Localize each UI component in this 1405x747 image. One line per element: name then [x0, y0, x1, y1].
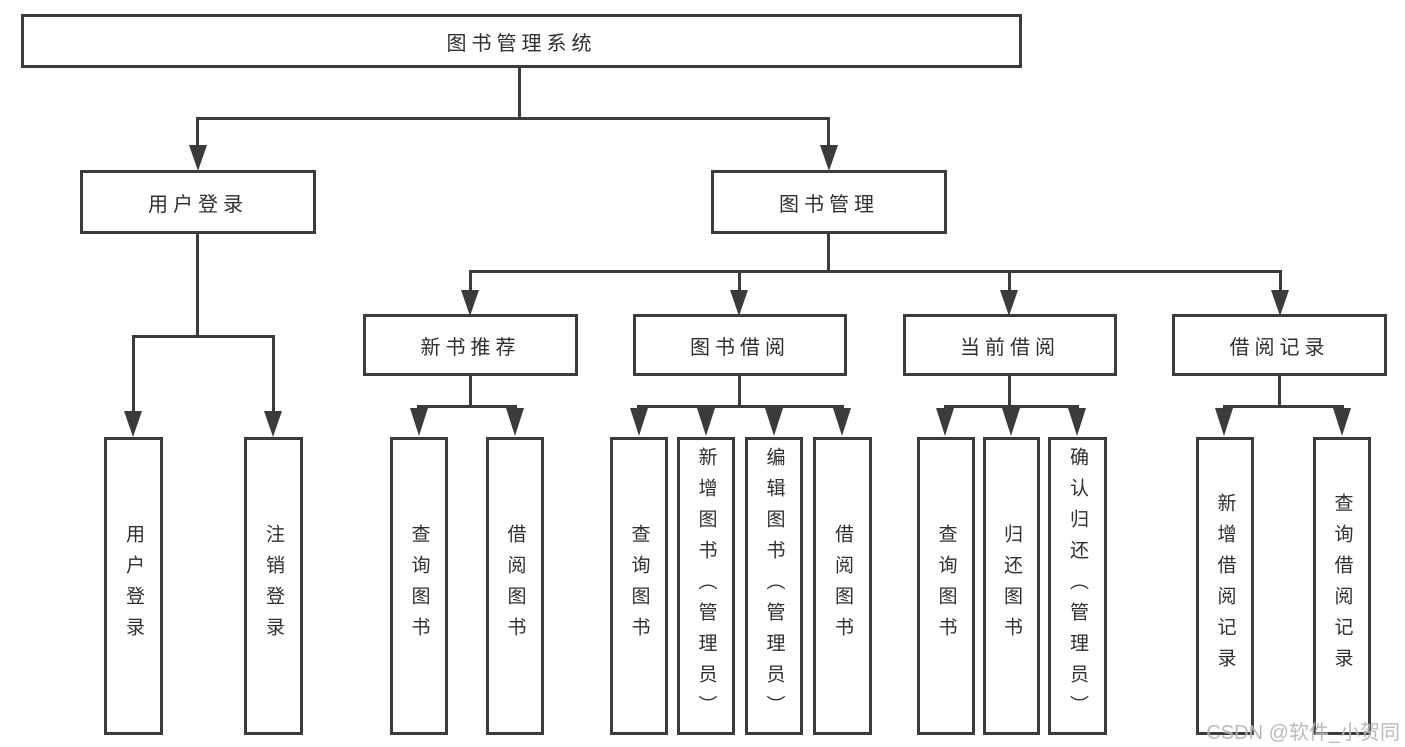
node-book-management: 图书管理	[711, 170, 947, 234]
csdn-watermark: CSDN @软件_小贺同学	[1206, 722, 1400, 744]
arrow-down-icon	[1000, 290, 1018, 316]
edge-level3-bar	[469, 270, 1282, 273]
edge-user-bar	[132, 335, 275, 338]
arrow-down-icon	[630, 408, 648, 436]
arrow-down-icon	[820, 145, 838, 171]
leaf-borrow-books-recommend: 借阅图书	[486, 437, 544, 735]
arrow-down-icon	[765, 408, 783, 436]
node-library-system: 图书管理系统	[21, 14, 1022, 68]
arrow-down-icon	[833, 408, 851, 436]
arrow-down-icon	[1271, 290, 1289, 316]
node-book-borrow: 图书借阅	[633, 314, 847, 376]
edge-borrow-stem	[738, 376, 741, 408]
leaf-confirm-return-admin: 确认归还（管理员）	[1048, 437, 1107, 735]
edge-records-drop	[1279, 270, 1282, 292]
edge-level2-bar	[196, 117, 830, 120]
edge-current-stem	[1008, 376, 1011, 408]
edge-records-stem	[1278, 376, 1281, 408]
leaf-query-borrow-record: 查询借阅记录	[1313, 437, 1371, 735]
leaf-query-books-current: 查询图书	[917, 437, 975, 735]
edge-records-bar	[1223, 405, 1344, 408]
arrow-down-icon	[1215, 408, 1233, 436]
node-borrow-records: 借阅记录	[1172, 314, 1387, 376]
arrow-down-icon	[1068, 408, 1086, 436]
leaf-borrow-books: 借阅图书	[813, 437, 872, 735]
edge-newbook-stem	[469, 376, 472, 408]
edge-current-drop	[1008, 270, 1011, 292]
edge-newbook-drop	[469, 270, 472, 292]
edge-book-mgmt-drop	[827, 117, 830, 147]
edge-current-bar	[944, 405, 1079, 408]
leaf-return-book: 归还图书	[983, 437, 1040, 735]
leaf-add-borrow-record: 新增借阅记录	[1196, 437, 1254, 735]
leaf-logout: 注销登录	[244, 437, 303, 735]
arrow-down-icon	[189, 145, 207, 171]
edge-root-stem	[518, 68, 521, 119]
arrow-down-icon	[410, 408, 428, 436]
arrow-down-icon	[936, 408, 954, 436]
leaf-edit-book-admin: 编辑图书（管理员）	[745, 437, 803, 735]
edge-user-login-drop	[196, 117, 199, 147]
node-new-book-recommend: 新书推荐	[363, 314, 578, 376]
leaf-query-books-recommend: 查询图书	[390, 437, 448, 735]
arrow-down-icon	[124, 411, 142, 437]
arrow-down-icon	[730, 290, 748, 316]
edge-user-child1-drop	[132, 335, 135, 412]
edge-borrow-bar	[637, 405, 844, 408]
leaf-query-books-borrow: 查询图书	[610, 437, 668, 735]
leaf-add-book-admin: 新增图书（管理员）	[677, 437, 735, 735]
edge-newbook-bar	[417, 405, 517, 408]
edge-mgmt-stem	[827, 234, 830, 273]
edge-borrow-drop	[738, 270, 741, 292]
node-current-borrow: 当前借阅	[903, 314, 1117, 376]
node-user-login: 用户登录	[80, 170, 316, 234]
leaf-user-login: 用户登录	[104, 437, 163, 735]
arrow-down-icon	[506, 408, 524, 436]
arrow-down-icon	[697, 408, 715, 436]
edge-user-stem	[196, 234, 199, 337]
arrow-down-icon	[264, 411, 282, 437]
arrow-down-icon	[461, 290, 479, 316]
edge-user-child2-drop	[272, 335, 275, 412]
arrow-down-icon	[1002, 408, 1020, 436]
arrow-down-icon	[1333, 408, 1351, 436]
